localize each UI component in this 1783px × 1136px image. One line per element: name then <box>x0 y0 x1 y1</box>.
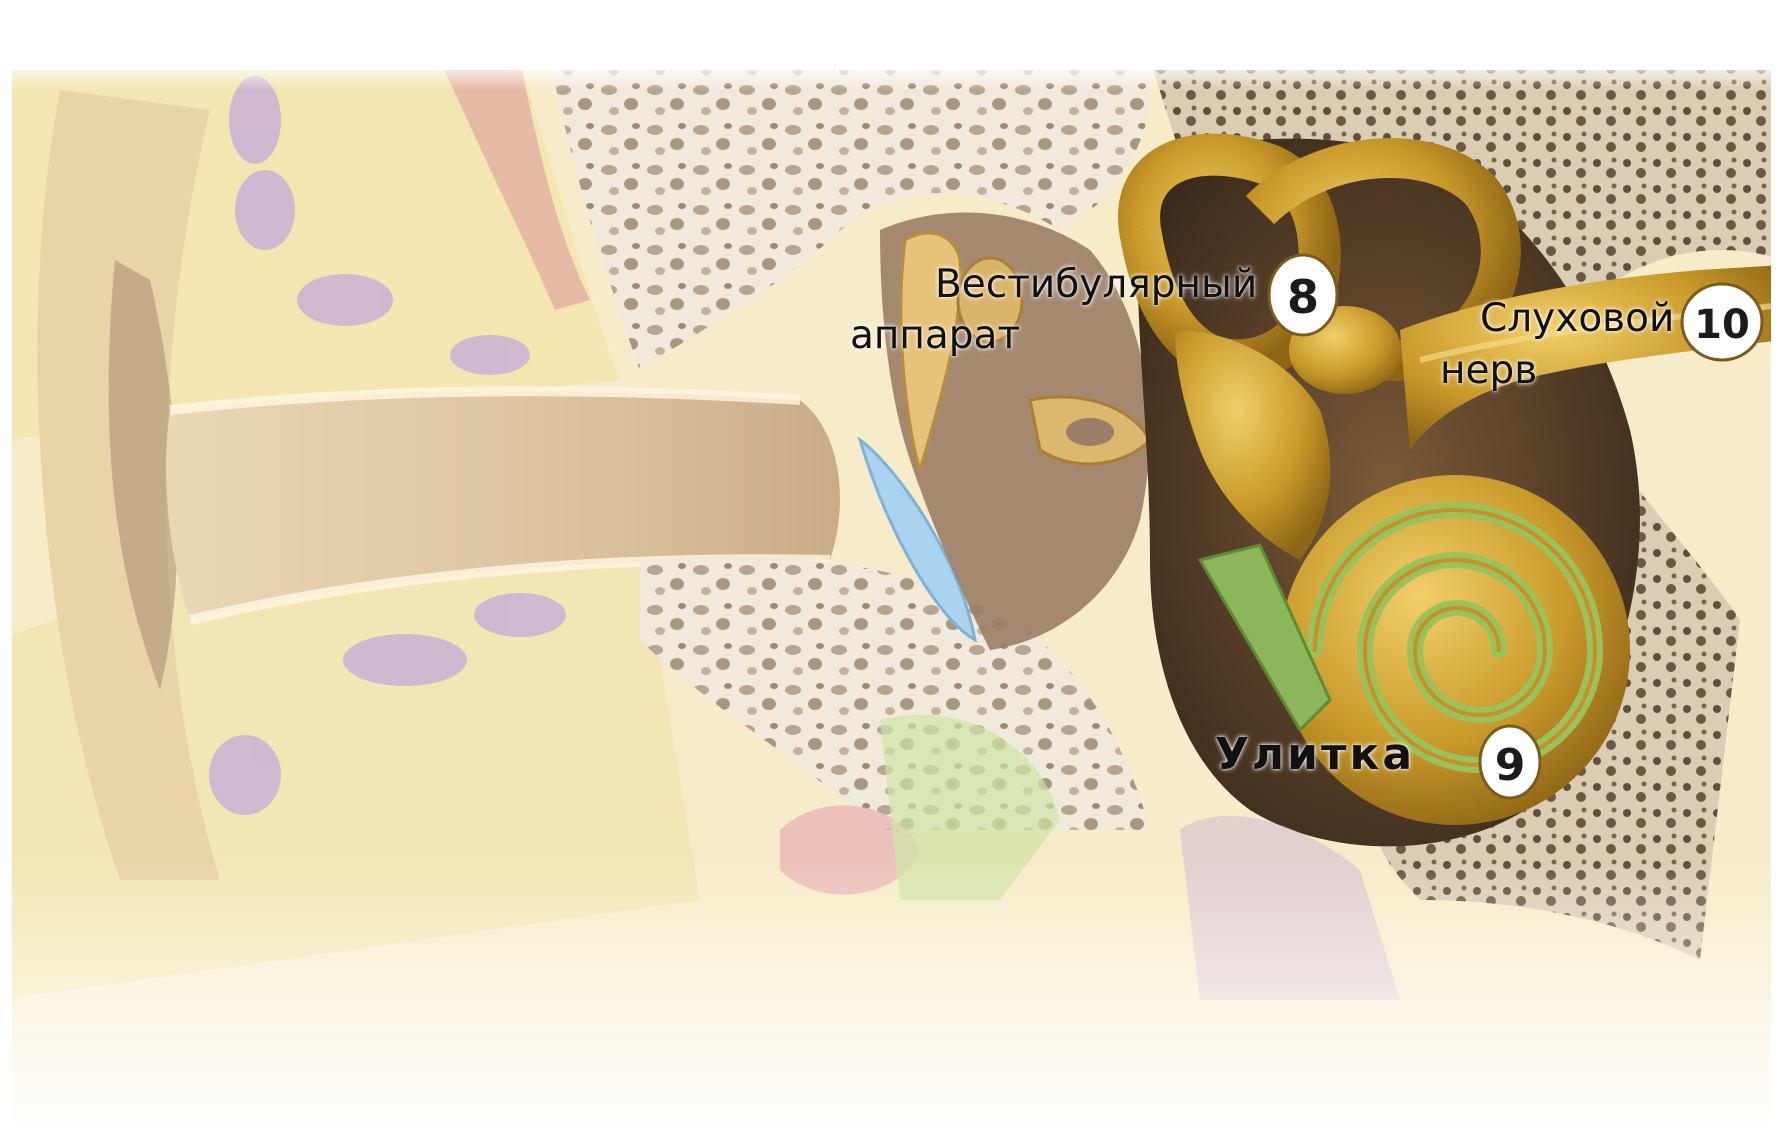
badge-8: 8 <box>1269 255 1337 335</box>
badge-9-number: 9 <box>1495 740 1526 791</box>
label-cochlea: Улитка <box>1215 732 1415 778</box>
badge-10: 10 <box>1682 284 1762 360</box>
label-auditory-nerve-line1: Слуховой <box>1480 296 1674 342</box>
label-vestibular-apparatus-line1: Вестибулярный <box>935 262 1257 308</box>
badge-8-number: 8 <box>1287 270 1319 324</box>
label-vestibular-apparatus-line2: аппарат <box>850 313 1020 359</box>
badge-9: 9 <box>1480 726 1540 798</box>
badge-10-number: 10 <box>1694 302 1750 348</box>
label-auditory-nerve-line2: нерв <box>1440 348 1537 394</box>
